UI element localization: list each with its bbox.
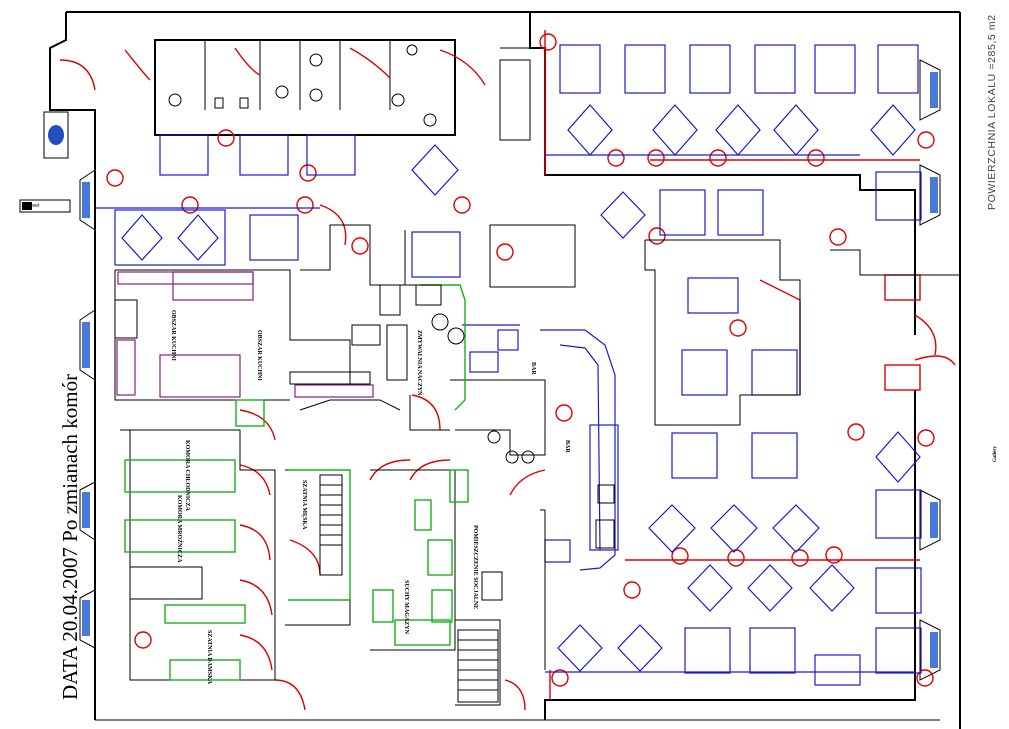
label-womens-cloak: SZATNIA DAMSKA: [206, 630, 212, 685]
entrance-sign: [19, 111, 71, 213]
label-staff-room: POMIESZCZENIE SOCJALNE: [472, 525, 478, 609]
label-cold-room: KOMORA CHŁODNICZA: [184, 440, 190, 512]
installation-markers: [106, 33, 935, 687]
toilets-block: [154, 39, 456, 136]
label-freezer-room: KOMORA MROŹNICZA: [176, 495, 184, 563]
label-kitchen-a: OBSZAR KUCHNI: [170, 310, 176, 362]
label-dry-store: SUCHY MAGAZYN: [403, 580, 409, 635]
room-labels: OBSZAR KUCHNI OBSZAR KUCHNI KOMORA CHŁOD…: [170, 310, 570, 685]
interior-walls: [114, 47, 961, 706]
storage-zones: [124, 284, 469, 681]
kitchen-equipment: [114, 271, 615, 601]
label-mens-cloak: SZATNIA MĘSKA: [301, 480, 307, 530]
door-swings: [59, 30, 956, 711]
label-dishwash: ZMYWALNIA NACZYŃ: [416, 330, 424, 396]
gallery-label: Gallery: [993, 445, 998, 462]
outer-walls: [49, 11, 961, 729]
staircase: [319, 474, 499, 703]
label-kitchen-b: OBSZAR KUCHNI: [256, 330, 262, 382]
date-caption: DATA 20.04.2007 Po zmianach komór: [58, 373, 82, 700]
label-bar-a: BAR: [530, 362, 536, 375]
area-caption: POWIERZCHNIA LOKALU =285,5 m2: [986, 14, 998, 210]
dining-tables: [95, 44, 922, 686]
street-sign: Street: [26, 203, 40, 209]
label-bar-b: BAR: [564, 440, 570, 453]
window-bays: [79, 59, 941, 681]
